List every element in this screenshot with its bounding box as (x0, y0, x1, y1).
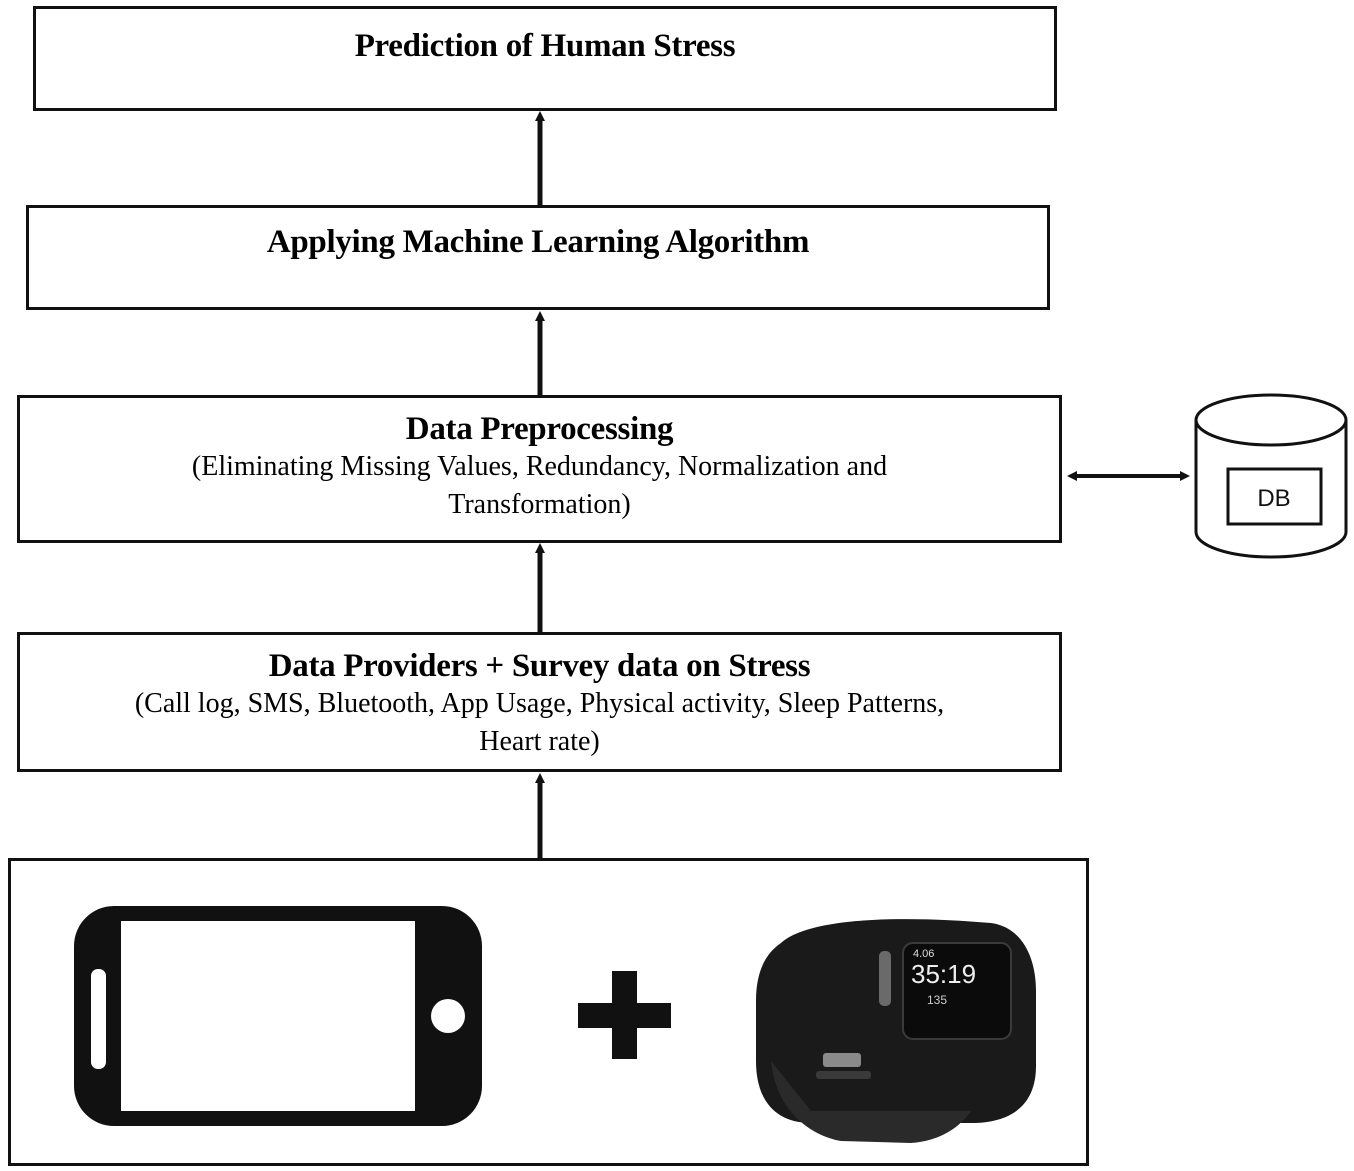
database-cylinder-icon (1194, 393, 1348, 559)
devices-box: 4.06 35:19 135 (8, 858, 1089, 1166)
prediction-box: Prediction of Human Stress (33, 6, 1057, 111)
preprocessing-detail-line1: (Eliminating Missing Values, Redundancy,… (191, 451, 888, 482)
providers-box: Data Providers + Survey data on Stress (… (17, 632, 1062, 772)
ml-title: Applying Machine Learning Algorithm (266, 224, 810, 260)
preprocessing-box: Data Preprocessing (Eliminating Missing … (17, 395, 1062, 543)
preprocessing-detail-line2: Transformation) (448, 489, 631, 520)
prediction-title: Prediction of Human Stress (354, 28, 736, 64)
watch-top-readout: 4.06 (913, 948, 934, 960)
smartphone-icon (74, 906, 482, 1126)
devices-illustration: 4.06 35:19 135 (74, 906, 1036, 1143)
providers-detail-line1: (Call log, SMS, Bluetooth, App Usage, Ph… (134, 688, 945, 719)
providers-title: Data Providers + Survey data on Stress (268, 648, 811, 684)
preprocessing-title: Data Preprocessing (405, 411, 674, 447)
db-label: DB (1257, 485, 1290, 512)
ml-box: Applying Machine Learning Algorithm (26, 205, 1050, 310)
db-label-box (1226, 467, 1323, 526)
providers-detail-line2: Heart rate) (479, 726, 600, 757)
smartwatch-icon: 4.06 35:19 135 (756, 919, 1036, 1143)
plus-icon (578, 971, 671, 1059)
watch-time: 35:19 (911, 959, 976, 989)
watch-bottom-readout: 135 (927, 993, 947, 1007)
